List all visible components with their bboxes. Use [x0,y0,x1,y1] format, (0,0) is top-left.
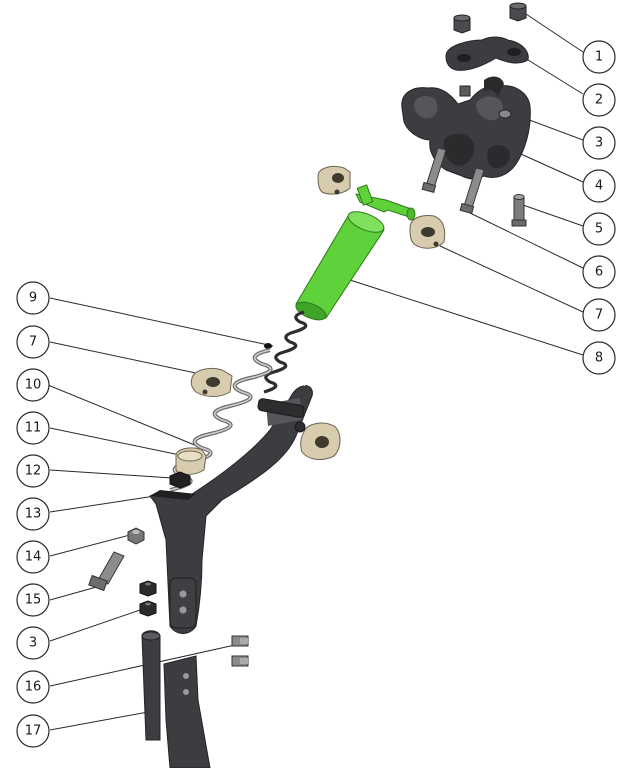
callout-11-label: 11 [25,421,42,436]
leader-11 [49,427,181,456]
leader-12 [49,469,173,479]
callout-7-lower-label: 7 [29,335,37,350]
callout-16-label: 16 [25,680,42,695]
callout-9: 9 [16,281,50,315]
callout-9-label: 9 [29,291,37,306]
callout-6-label: 6 [595,265,603,280]
leader-lines [47,9,584,731]
callout-11: 11 [16,411,50,445]
callout-10: 10 [16,368,50,402]
leader-10 [47,384,198,447]
callout-8-label: 8 [595,351,603,366]
callout-3-lower-label: 3 [29,636,37,651]
part-16-bolts [231,635,249,667]
part-7-bushing-left [317,165,351,195]
part-6-bolts [421,147,485,215]
callout-3-lower: 3 [16,626,50,660]
callout-17-label: 17 [25,724,42,739]
part-5-pin [511,194,527,227]
callout-1-label: 1 [595,50,603,65]
leader-7b [49,341,206,376]
leader-8 [349,279,584,356]
part-13-main-arm [149,385,313,634]
callout-6: 6 [582,255,616,289]
callout-5-label: 5 [595,222,603,237]
callout-7-upper-label: 7 [595,308,603,323]
part-7-bushing-lower [190,367,233,397]
part-1-bushings [453,2,527,34]
leader-17 [49,711,149,731]
callout-8: 8 [582,341,616,375]
callout-17: 17 [16,714,50,748]
callout-14-label: 14 [25,550,42,565]
callout-12-label: 12 [25,464,42,479]
leader-6 [469,212,584,269]
callout-1: 1 [582,40,616,74]
part-14-nut [127,527,145,545]
part-2-clamp-plate [445,36,529,71]
callout-2: 2 [582,83,616,117]
part-7-bushing-right [409,215,446,249]
callout-12: 12 [16,454,50,488]
part-15-bolt [88,551,125,592]
callout-7-lower: 7 [16,325,50,359]
callout-14: 14 [16,540,50,574]
watermark-text: OdabAgri 45 [280,375,361,390]
callout-10-label: 10 [25,378,42,393]
leader-5 [522,204,584,227]
leader-15 [49,585,101,601]
callout-3-upper-label: 3 [595,136,603,151]
leader-2 [519,54,584,95]
callout-3-upper: 3 [582,126,616,160]
part-17-shank [141,630,211,768]
callout-4-label: 4 [595,179,603,194]
callout-7-upper: 7 [582,298,616,332]
callout-15-label: 15 [25,593,42,608]
part-4-hinge-bracket [401,76,531,180]
callout-4: 4 [582,169,616,203]
leader-16 [49,644,236,687]
callout-5: 5 [582,212,616,246]
part-12-pin [169,471,191,489]
part-7-bushing-arm [300,422,341,460]
leader-9 [49,297,274,347]
leader-3b [49,609,141,642]
part-8-green-cylinder [295,184,416,321]
part-3-nuts [139,580,157,617]
leader-4 [511,149,584,183]
callout-16: 16 [16,670,50,704]
callout-13-label: 13 [25,507,42,522]
part-9-inner-spring [263,310,308,394]
leader-1 [519,9,584,53]
part-11-spring-seat [175,447,207,475]
callout-15: 15 [16,583,50,617]
leader-7a [439,245,584,313]
callout-13: 13 [16,497,50,531]
parts [88,2,531,768]
callout-2-label: 2 [595,93,603,108]
leader-13 [49,495,156,513]
leader-14 [49,534,131,557]
callouts: 1 2 3 4 5 6 7 8 [16,40,616,748]
